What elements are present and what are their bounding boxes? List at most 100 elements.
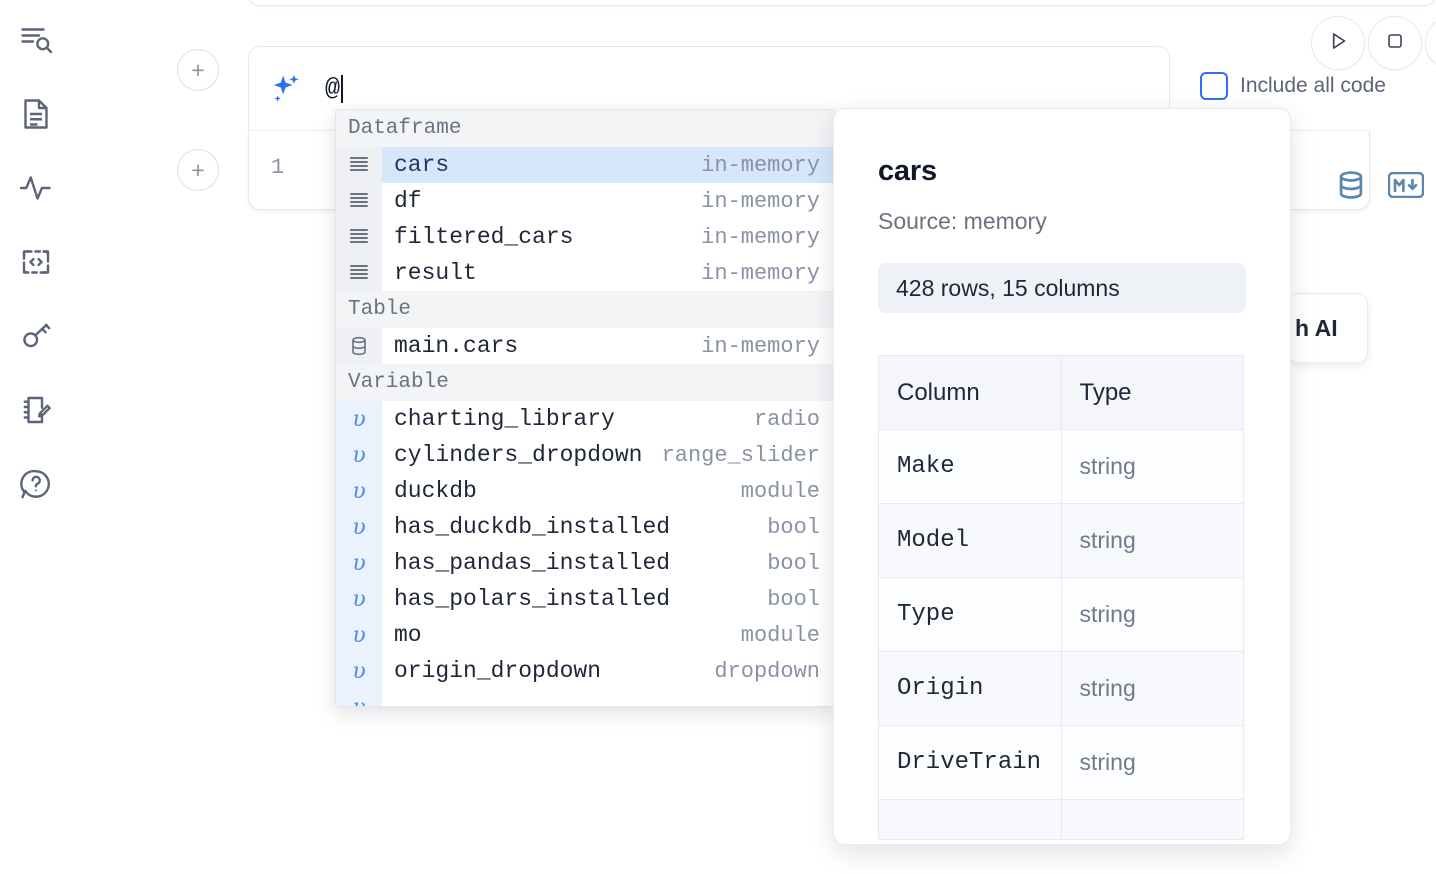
help-chat-icon — [18, 466, 54, 502]
variable-kind-icon: υ — [336, 581, 382, 617]
square-stop-icon — [1383, 29, 1407, 58]
autocomplete-item-type: module — [740, 478, 820, 504]
autocomplete-item-clipped[interactable]: υ — [336, 689, 834, 706]
include-all-code-label: Include all code — [1240, 74, 1386, 97]
autocomplete-item-name: df — [394, 188, 422, 214]
autocomplete-item-type: range_slider — [661, 442, 820, 468]
variable-kind-icon: υ — [336, 653, 382, 689]
autocomplete-item-name: duckdb — [394, 478, 477, 504]
info-panel-shape-badge: 428 rows, 15 columns — [878, 263, 1246, 313]
previous-cell[interactable] — [248, 0, 1436, 6]
dataframe-kind-icon — [336, 255, 382, 291]
autocomplete-item-type: bool — [767, 550, 820, 576]
autocomplete-item[interactable]: df in-memory — [336, 183, 834, 219]
autocomplete-item-name: cars — [394, 152, 450, 178]
schema-column-name: Type — [878, 577, 1062, 652]
plus-icon: + — [191, 156, 205, 183]
autocomplete-item-type: in-memory — [701, 188, 820, 214]
dataframe-kind-icon — [336, 219, 382, 255]
variable-kind-icon: υ — [336, 437, 382, 473]
variable-kind-icon: υ — [336, 473, 382, 509]
ai-prompt-input[interactable]: @ — [325, 69, 1169, 109]
schema-column-type: string — [1060, 577, 1244, 652]
schema-column-type: string — [1060, 429, 1244, 504]
notebook-edit-icon — [18, 392, 54, 428]
run-button[interactable] — [1311, 16, 1365, 70]
autocomplete-item-type: in-memory — [701, 152, 820, 178]
more-options-button[interactable] — [1425, 16, 1436, 70]
database-icon[interactable] — [1334, 168, 1368, 207]
autocomplete-item-name: has_duckdb_installed — [394, 514, 671, 540]
sidebar-item-secrets[interactable] — [14, 314, 58, 358]
sidebar-item-scratchpad[interactable] — [14, 388, 58, 432]
sidebar-item-activity[interactable] — [14, 166, 58, 210]
sparkle-icon — [269, 72, 303, 106]
column-header-type: Type — [1060, 355, 1244, 430]
plus-icon: + — [191, 56, 205, 83]
schema-column-type — [1060, 799, 1244, 840]
stop-button[interactable] — [1368, 16, 1422, 70]
sidebar-item-snippets[interactable] — [14, 240, 58, 284]
schema-column-type: string — [1060, 503, 1244, 578]
line-number: 1 — [271, 155, 285, 180]
autocomplete-item-type: in-memory — [701, 224, 820, 250]
schema-column-name: Origin — [878, 651, 1062, 726]
autocomplete-item[interactable]: υ has_duckdb_installed bool — [336, 509, 834, 545]
include-all-code-checkbox[interactable] — [1200, 72, 1228, 100]
autocomplete-item[interactable]: cars in-memory — [336, 147, 834, 183]
sidebar-item-help[interactable] — [14, 462, 58, 506]
autocomplete-item-name: mo — [394, 622, 422, 648]
variable-kind-icon: υ — [336, 509, 382, 545]
autocomplete-item-name: main.cars — [394, 333, 519, 359]
autocomplete-item-name: result — [394, 260, 477, 286]
schema-column-name: DriveTrain — [878, 725, 1062, 800]
code-embed-icon — [18, 244, 54, 280]
add-cell-button-top[interactable]: + — [177, 49, 219, 91]
variable-kind-icon: υ — [336, 617, 382, 653]
variable-kind-icon: υ — [336, 689, 382, 706]
schema-column-type: string — [1060, 651, 1244, 726]
autocomplete-item-type: bool — [767, 514, 820, 540]
autocomplete-item-type: module — [740, 622, 820, 648]
dataframe-kind-icon — [336, 147, 382, 183]
table-kind-icon — [336, 328, 382, 364]
table-row-clipped — [878, 799, 1244, 840]
add-cell-button-bottom[interactable]: + — [177, 149, 219, 191]
markdown-icon[interactable] — [1387, 171, 1425, 203]
column-header-column: Column — [878, 355, 1062, 430]
info-panel-source: Source: memory — [878, 208, 1047, 234]
play-icon — [1325, 28, 1351, 59]
autocomplete-section-header: Dataframe — [336, 110, 834, 147]
include-all-code-row[interactable]: Include all code — [1200, 72, 1386, 100]
table-header-row: Column Type — [878, 355, 1244, 430]
variable-kind-icon: υ — [336, 401, 382, 437]
generate-with-ai-tooltip[interactable]: h AI — [1288, 293, 1368, 363]
sidebar-rail — [0, 0, 72, 874]
schema-column-name: Model — [878, 503, 1062, 578]
activity-icon — [18, 170, 54, 206]
dataframe-kind-icon — [336, 183, 382, 219]
sidebar-item-explore[interactable] — [14, 18, 58, 62]
variable-kind-icon: υ — [336, 545, 382, 581]
autocomplete-section-header: Table — [336, 291, 834, 328]
explore-icon — [18, 22, 54, 58]
autocomplete-item-name: origin_dropdown — [394, 658, 602, 684]
autocomplete-item-name: has_polars_installed — [394, 586, 671, 612]
sidebar-item-notebook[interactable] — [14, 92, 58, 136]
autocomplete-item-name: charting_library — [394, 406, 615, 432]
